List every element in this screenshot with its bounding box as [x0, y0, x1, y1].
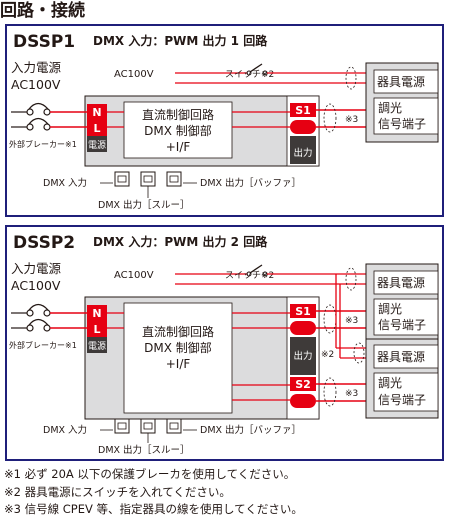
note3-marker-s1: ※3 — [345, 316, 358, 326]
footnote-2: ※2 器具電源にスイッチを入れてください。 — [4, 484, 231, 499]
dmx-ports — [114, 418, 182, 434]
power-terminal-block — [87, 337, 107, 353]
dmx-thru-label: DMX 出力［スルー］ — [98, 444, 190, 456]
switch-lever — [249, 63, 263, 73]
terminal-l-label: L — [93, 323, 100, 336]
dmx-in-label: DMX 入力 — [43, 177, 87, 189]
terminal-n-label: N — [92, 106, 101, 119]
control-line-1: 直流制御回路 — [142, 107, 214, 122]
terminal-n — [87, 104, 107, 120]
terminal-l — [87, 120, 107, 136]
dimming-label-2: 調光 — [378, 376, 402, 390]
dmx-in-label: DMX 入力 — [43, 424, 87, 436]
output-terminal-s2-label: S2 — [295, 378, 311, 391]
model-name: DSSP2 — [13, 233, 75, 253]
control-circuit-box — [123, 101, 233, 159]
output-terminal-s1-signal — [290, 321, 316, 335]
input-voltage-label: AC100V — [11, 278, 61, 293]
control-circuit-box — [123, 302, 233, 414]
output-terminal-block — [290, 136, 316, 164]
output-terminal-s2-signal — [290, 394, 316, 408]
footnote-3: ※3 信号線 CPEV 等、指定器具の線を使用してください。 — [4, 502, 303, 516]
external-breaker — [11, 303, 51, 332]
ac-label: AC100V — [114, 69, 154, 80]
power-terminal-label: 電源 — [88, 140, 106, 151]
output-terminal-s2 — [290, 377, 316, 391]
output-terminal-s1 — [290, 304, 316, 318]
control-line-3: +I/F — [166, 140, 191, 154]
signal-terminal-label: 信号端子 — [378, 117, 426, 131]
dimming-signal-terminal-2 — [373, 372, 439, 412]
power-terminal-block — [87, 136, 107, 152]
control-line-3: +I/F — [166, 357, 191, 371]
signal-cable-mark — [323, 103, 337, 133]
switch-label: スイッチ※2 — [225, 69, 274, 80]
dmx-thru-label: DMX 出力［スルー］ — [98, 199, 190, 211]
note3-marker: ※3 — [345, 115, 358, 125]
device-power-label-1: 器具電源 — [377, 276, 425, 290]
device-power-label-2: 器具電源 — [377, 350, 425, 364]
output-terminal-s1-label: S1 — [295, 305, 311, 318]
note2-marker: ※2 — [321, 350, 334, 360]
dimming-signal-terminal-1 — [373, 298, 439, 336]
output-terminal-s1 — [290, 103, 316, 117]
power-terminal-label: 電源 — [88, 341, 106, 352]
signal-terminal-label-2: 信号端子 — [378, 393, 426, 407]
wiring-diagram-dssp1: 直流制御回路 DMX 制御部 +I/F DSSP1 DMX 入力：PWM 出力 … — [9, 32, 439, 211]
external-breaker — [11, 102, 51, 131]
diagram-panel-dssp1: 直流制御回路 DMX 制御部 +I/F DSSP1 DMX 入力：PWM 出力 … — [5, 24, 444, 217]
dmx-buffer-label: DMX 出力［バッファ］ — [200, 424, 301, 436]
ac-label: AC100V — [114, 270, 154, 281]
device-power-label: 器具電源 — [377, 75, 425, 89]
dimming-label: 調光 — [378, 101, 402, 115]
switch-label: スイッチ※2 — [225, 270, 274, 281]
dimming-signal-terminal — [373, 97, 439, 135]
diagram-panel-dssp2: 直流制御回路 DMX 制御部 +I/F DSSP2 DMX 入力：PWM 出力 … — [5, 225, 444, 461]
power-cable-mark — [345, 267, 357, 291]
dmx-ports — [114, 171, 182, 187]
output-label: 出力 — [293, 350, 312, 362]
terminal-n — [87, 305, 107, 321]
terminal-n-label: N — [92, 307, 101, 320]
device-power-terminal-1 — [373, 270, 439, 295]
model-name: DSSP1 — [13, 32, 75, 52]
footnote-1: ※1 必ず 20A 以下の保護ブレーカを使用してください。 — [4, 467, 296, 481]
dimming-label-1: 調光 — [378, 302, 402, 316]
power-cable-mark-2 — [353, 342, 365, 364]
output-label: 出力 — [293, 147, 312, 159]
switch-lever — [249, 264, 263, 274]
terminal-l — [87, 321, 107, 337]
control-line-2: DMX 制御部 — [144, 123, 212, 138]
panel-subtitle: DMX 入力：PWM 出力 1 回路 — [93, 33, 268, 48]
wiring-diagram-dssp2: 直流制御回路 DMX 制御部 +I/F DSSP2 DMX 入力：PWM 出力 … — [9, 233, 439, 456]
power-cable-mark — [345, 66, 357, 90]
breaker-label: 外部ブレーカー※1 — [9, 139, 77, 149]
output-terminal-s1-signal — [290, 120, 316, 134]
output-terminal-s1-label: S1 — [295, 104, 311, 117]
dmx-buffer-label: DMX 出力［バッファ］ — [200, 177, 301, 189]
input-voltage-label: AC100V — [11, 77, 61, 92]
control-line-2: DMX 制御部 — [144, 340, 212, 355]
panel-subtitle: DMX 入力：PWM 出力 2 回路 — [93, 234, 268, 249]
input-power-label: 入力電源 — [11, 261, 62, 276]
signal-cable-mark-s2 — [323, 377, 337, 407]
control-line-1: 直流制御回路 — [142, 324, 214, 339]
signal-terminal-label-1: 信号端子 — [378, 318, 426, 332]
output-terminal-block — [290, 337, 316, 375]
device-power-terminal-2 — [373, 344, 439, 369]
terminal-l-label: L — [93, 122, 100, 135]
input-power-label: 入力電源 — [11, 60, 62, 75]
breaker-label: 外部ブレーカー※1 — [9, 340, 77, 350]
device-power-terminal — [373, 69, 439, 94]
note3-marker-s2: ※3 — [345, 389, 358, 399]
footnotes: ※1 必ず 20A 以下の保護ブレーカを使用してください。 ※2 器具電源にスイ… — [4, 466, 303, 519]
page-title: 回路・接続 — [0, 1, 85, 21]
